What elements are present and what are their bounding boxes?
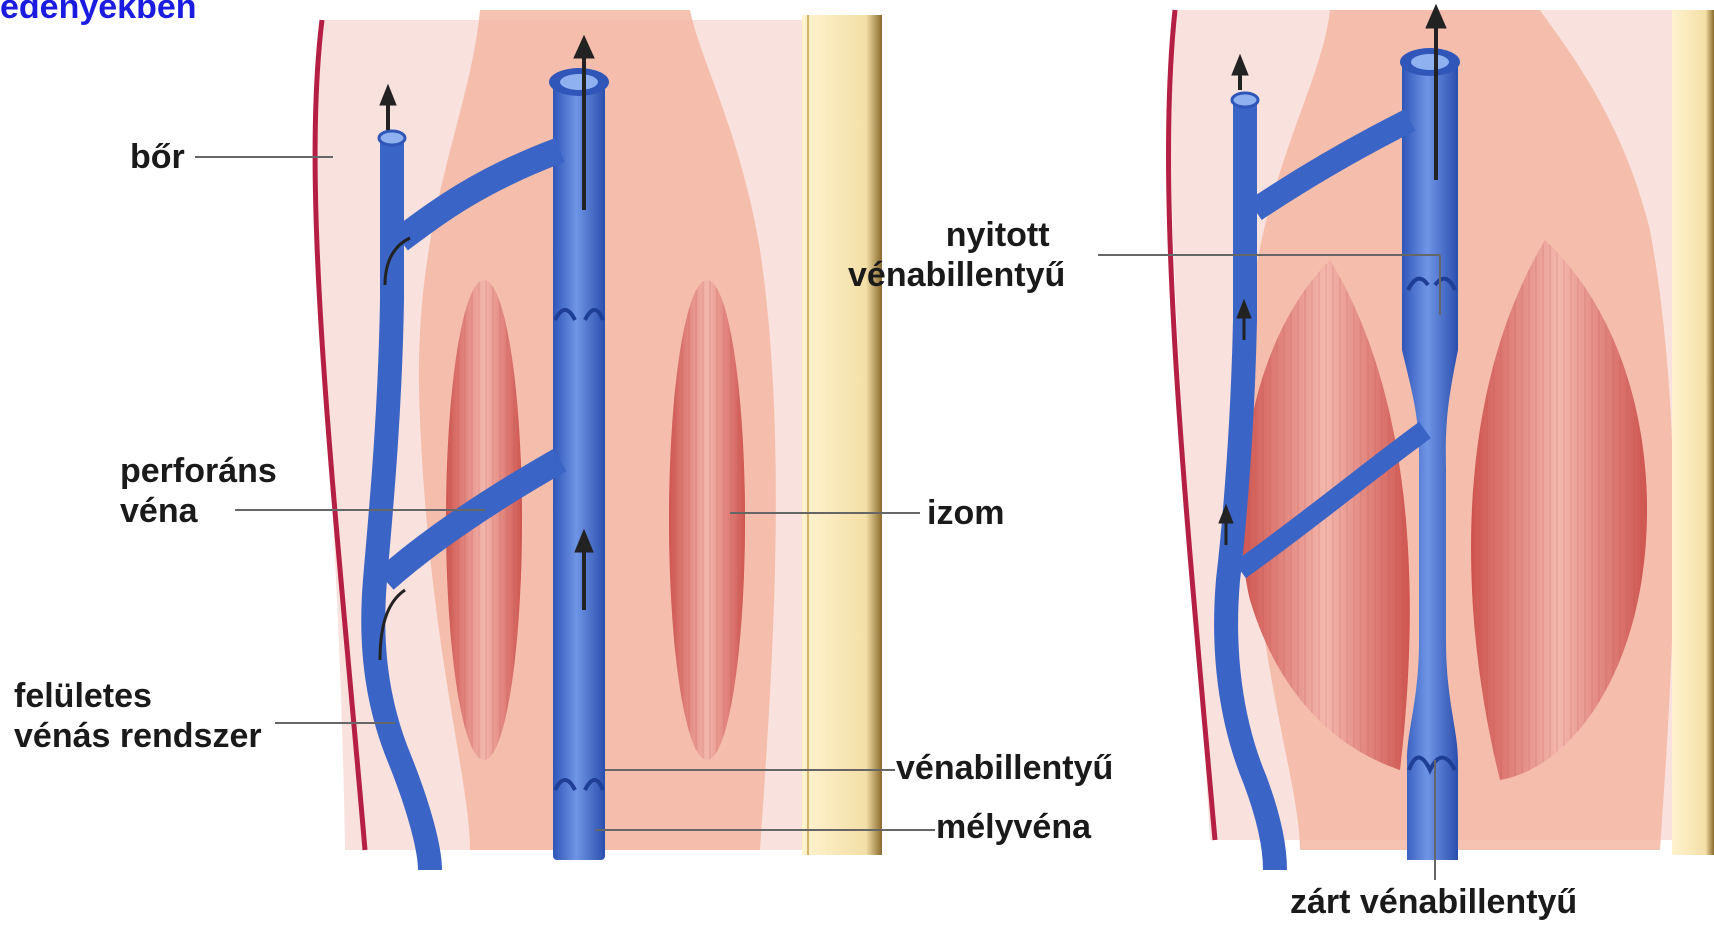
bone-right: [1672, 10, 1714, 855]
right-panel: [1169, 5, 1714, 870]
label-valve: vénabillentyű: [896, 748, 1113, 788]
bone-left: [802, 15, 882, 855]
label-perforating-vein: perforáns véna: [120, 451, 277, 531]
left-panel: [315, 10, 882, 870]
label-closed-valve: zárt vénabillentyű: [1290, 882, 1577, 922]
label-muscle: izom: [927, 493, 1004, 533]
label-open-valve: nyitott vénabillentyű: [930, 215, 1065, 295]
label-superficial-system: felületes vénás rendszer: [14, 676, 262, 756]
label-deep-vein: mélyvéna: [936, 807, 1091, 847]
label-skin: bőr: [130, 137, 185, 177]
